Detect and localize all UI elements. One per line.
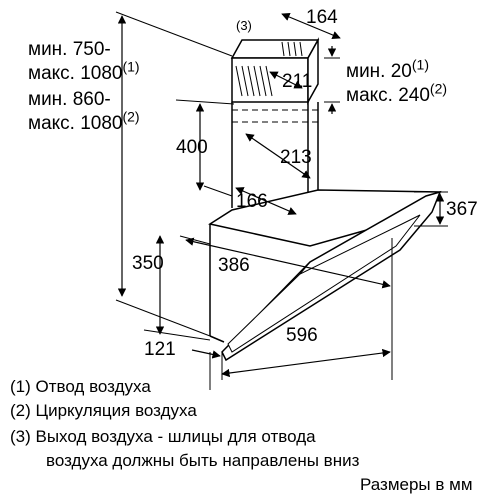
chimney-height: 400 bbox=[176, 137, 208, 158]
chimney-top-ref: (3) bbox=[236, 18, 252, 33]
offset-max-text: макс. 240 bbox=[346, 85, 430, 106]
legend-item-2: (2) Циркуляция воздуха bbox=[10, 401, 197, 420]
total-min-2-text: мин. 860- bbox=[28, 89, 111, 110]
hood-height: 350 bbox=[132, 253, 164, 274]
legend-item-1: (1) Отвод воздуха bbox=[10, 377, 151, 396]
glass-height: 367 bbox=[446, 199, 478, 220]
offset-max-label: макс. 240(2) bbox=[346, 82, 447, 106]
total-min-1-text: мин. 750- bbox=[28, 39, 111, 60]
legend-item-3-line-2: воздуха должны быть направлены вниз bbox=[46, 451, 360, 470]
total-max-2-text: макс. 1080 bbox=[28, 113, 123, 134]
legend-item-3-line-1: (3) Выход воздуха - шлицы для отвода bbox=[10, 427, 316, 446]
total-height-label-4: макс. 1080(2) bbox=[28, 110, 140, 134]
chimney-top-width: 164 bbox=[306, 7, 338, 28]
chimney-lower-width: 213 bbox=[280, 147, 312, 168]
hood-width: 596 bbox=[286, 325, 318, 346]
chimney-inner-width: 211 bbox=[282, 71, 313, 92]
offset-max-ref: (2) bbox=[429, 80, 448, 97]
bottom-offset: 121 bbox=[144, 339, 176, 360]
total-max-1-text: макс. 1080 bbox=[28, 63, 123, 84]
offset-min-label: мин. 20(1) bbox=[346, 58, 429, 82]
total-height-label-2: макс. 1080(1) bbox=[28, 60, 140, 84]
offset-min-ref: (1) bbox=[411, 56, 429, 73]
offset-min-text: мин. 20 bbox=[346, 61, 412, 82]
total-max-2-ref: (2) bbox=[122, 108, 140, 125]
chimney-depth: 166 bbox=[236, 191, 268, 212]
hood-depth: 386 bbox=[218, 255, 250, 276]
total-height-label-1: мин. 750- bbox=[28, 40, 111, 60]
dimension-lines bbox=[117, 13, 445, 378]
total-height-label-3: мин. 860- bbox=[28, 90, 111, 110]
total-max-1-ref: (1) bbox=[122, 58, 140, 75]
units-note: Размеры в мм bbox=[360, 475, 473, 494]
